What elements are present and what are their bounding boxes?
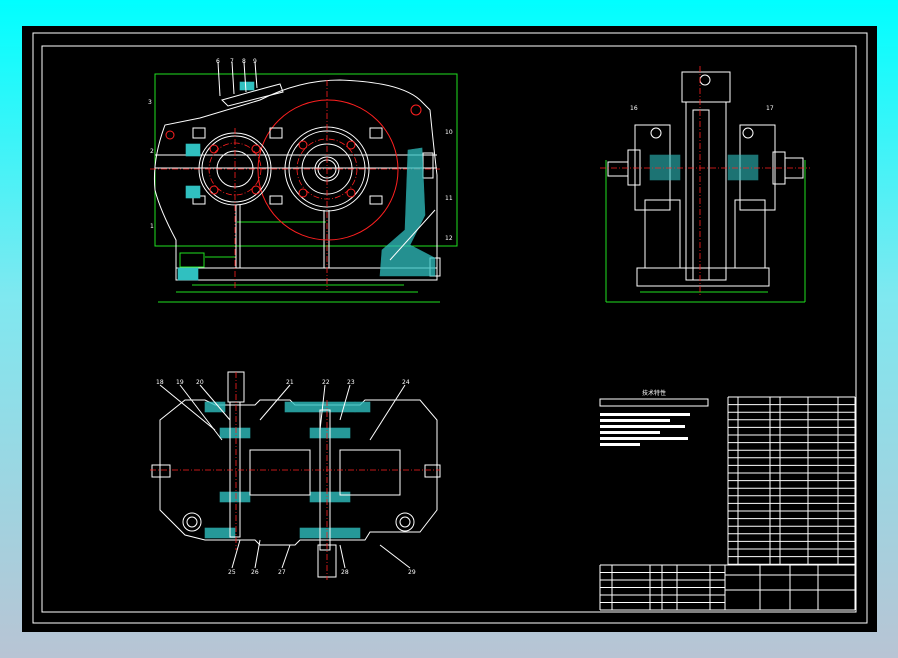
callout: 16 [630,105,638,112]
callout: 2 [150,148,154,155]
technical-notes: 技术特性 [599,389,709,446]
callout: 8 [242,58,246,65]
callout: 26 [251,569,259,576]
callout: 28 [341,569,349,576]
callout: 10 [445,129,453,136]
callout: 17 [766,105,774,112]
callout: 9 [253,58,257,65]
callout: 11 [445,195,453,202]
callout: 21 [286,379,294,386]
inner-frame [41,45,857,613]
title-block [599,564,856,611]
callout: 3 [148,99,152,106]
drawing-svg: 6 7 8 9 3 2 1 10 11 12 16 17 [32,32,868,624]
callout: 18 [156,379,164,386]
callout: 24 [402,379,410,386]
callout: 20 [196,379,204,386]
outer-frame [32,32,868,624]
front-view: 6 7 8 9 3 2 1 10 11 12 [148,58,458,303]
callout: 6 [216,58,220,65]
cad-drawing-sheet: 6 7 8 9 3 2 1 10 11 12 16 17 [22,26,877,632]
callout: 29 [408,569,416,576]
callout: 12 [445,235,453,242]
callout: 23 [347,379,355,386]
callout: 22 [322,379,330,386]
plan-view: 18 19 20 21 22 23 24 25 26 27 28 29 [150,371,441,580]
side-view: 16 17 [600,66,810,303]
tech-notes-heading: 技术特性 [642,389,666,397]
callout: 19 [176,379,184,386]
callout: 1 [150,223,154,230]
callout: 27 [278,569,286,576]
callout: 7 [230,58,234,65]
callout: 25 [228,569,236,576]
parts-list [727,396,856,565]
